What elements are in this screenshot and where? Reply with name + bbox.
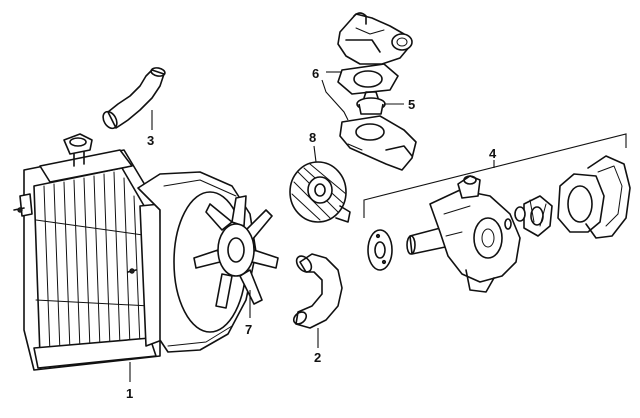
water-inlet-housing — [339, 115, 417, 171]
callout-2: 2 — [314, 350, 321, 365]
callout-7: 7 — [245, 322, 252, 337]
thermostat — [356, 91, 386, 115]
thermostat-housing — [337, 12, 413, 65]
callout-6: 6 — [312, 66, 319, 81]
thermostat-gasket — [337, 63, 399, 95]
fan-clutch — [289, 161, 351, 223]
callout-4: 4 — [489, 146, 497, 161]
leader-lines — [129, 71, 627, 382]
callout-5: 5 — [408, 97, 415, 112]
cooling-fan — [193, 195, 279, 309]
radiator — [13, 133, 163, 371]
water-pump-assembly — [367, 155, 631, 293]
callout-1: 1 — [126, 386, 133, 401]
callout-3: 3 — [147, 133, 154, 148]
upper-radiator-hose — [102, 67, 166, 130]
lower-radiator-hose — [292, 253, 343, 329]
callout-8: 8 — [309, 130, 316, 145]
callout-labels: 1 2 3 4 5 6 7 8 — [126, 66, 497, 401]
